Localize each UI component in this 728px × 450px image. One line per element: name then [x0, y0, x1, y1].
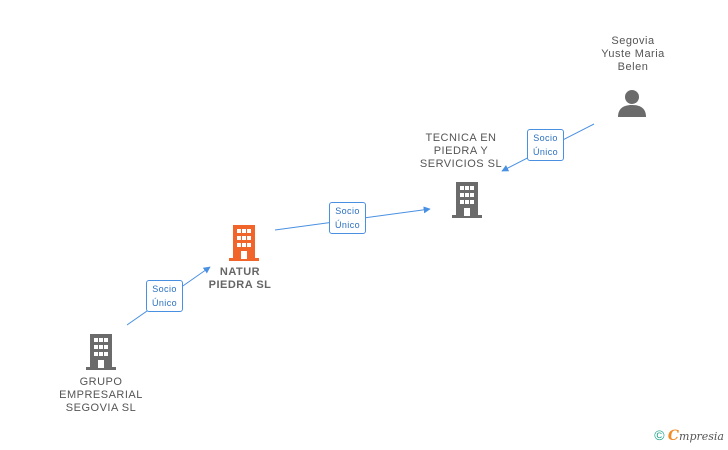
building-icon[interactable] — [86, 334, 116, 370]
brand-footer: © Cmpresia — [654, 427, 724, 444]
brand-initial: C — [667, 428, 680, 444]
building-icon[interactable] — [229, 225, 259, 261]
copyright-symbol: © — [654, 427, 665, 443]
building-icon[interactable] — [452, 182, 482, 218]
person-icon[interactable] — [617, 89, 647, 119]
edge-label-segovia-tecnica: Socio Único — [527, 129, 565, 161]
node-label-segovia: Segovia Yuste Maria Belen — [601, 35, 665, 73]
edge-label-grupo-natur: Socio Único — [146, 280, 184, 312]
node-label-grupo: GRUPO EMPRESARIAL SEGOVIA SL — [59, 376, 143, 414]
edge-label-natur-tecnica: Socio Único — [329, 202, 367, 234]
node-label-natur: NATUR PIEDRA SL — [208, 266, 272, 291]
brand-name: mpresia — [679, 430, 724, 443]
node-label-tecnica: TECNICA EN PIEDRA Y SERVICIOS SL — [419, 132, 503, 170]
